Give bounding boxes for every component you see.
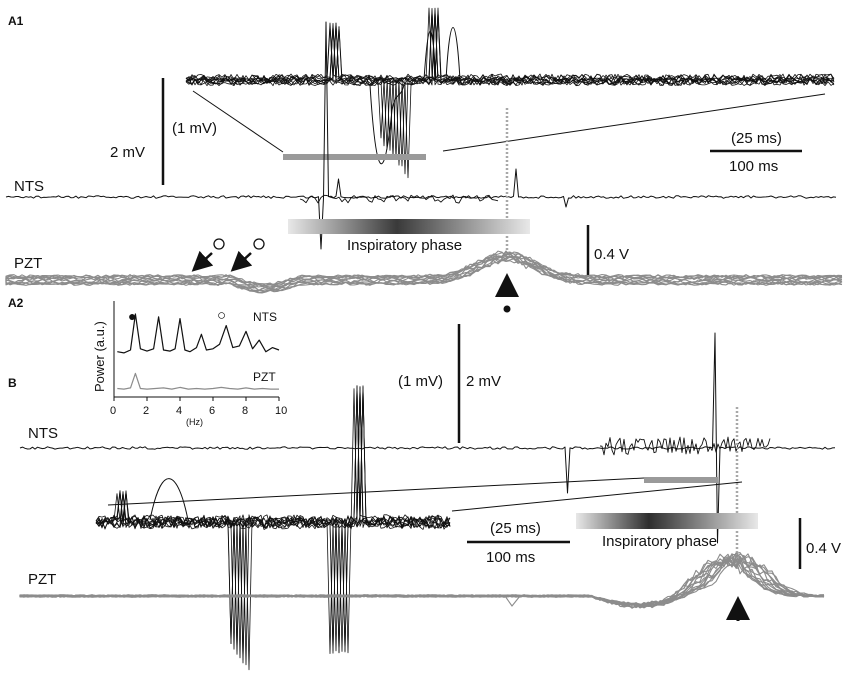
- b-zoom-connector-left: [107, 477, 645, 506]
- a1-arrow-1: [191, 250, 214, 272]
- b-inspiratory-phase-bar: [576, 513, 758, 529]
- a2-series-pzt: [117, 372, 279, 390]
- b-expanded-nts-traces: [95, 385, 451, 671]
- a1-nts-burst: [299, 194, 499, 204]
- a1-pzt-label: PZT: [14, 255, 42, 272]
- a1-pzt-traces: [5, 250, 843, 294]
- panel-a2: A2 Power (a.u.) (Hz) 0 2 4 6 8 10 NTS PZT ● ○: [8, 296, 287, 427]
- a2-x-ticks: 0 2 4 6 8 10: [110, 397, 287, 417]
- panel-a1: A1 2 mV (1 mV) (25 ms) 100 ms NTS Inspir…: [5, 7, 843, 313]
- a2-pzt-series-label: PZT: [253, 370, 276, 384]
- a2-series-lines: [117, 313, 280, 390]
- b-inset-trace: [95, 385, 451, 666]
- a1-nts-label: NTS: [14, 178, 44, 195]
- a1-voltage-inset-label: (1 mV): [172, 120, 217, 137]
- a2-nts-series-label: NTS: [253, 310, 277, 324]
- b-inset-bump: [149, 478, 189, 521]
- a1-expanded-nts-traces: [185, 7, 835, 179]
- a2-open-circle-marker: ○: [217, 307, 226, 324]
- a2-x-tick-label: 10: [275, 405, 287, 417]
- a1-inset-trace: [185, 7, 835, 139]
- b-pzt-line: [19, 555, 825, 609]
- a1-inset-trace: [185, 11, 835, 179]
- a1-inset-trace: [185, 7, 835, 167]
- b-pzt-scalebar-label: 0.4 V: [806, 540, 841, 557]
- b-pzt-traces: [19, 551, 825, 609]
- a1-expanded-window-bar: [283, 154, 426, 160]
- a1-nts-trace: [5, 21, 837, 250]
- a1-nts-line: [5, 21, 837, 250]
- a1-pzt-line: [5, 256, 843, 290]
- a1-pzt-line: [5, 258, 843, 292]
- a1-pzt-line: [5, 251, 843, 292]
- a2-filled-circle-marker: ●: [128, 308, 136, 324]
- b-nts-line: [19, 332, 836, 544]
- b-inset-trace: [95, 387, 451, 671]
- a2-x-tick-label: 2: [143, 405, 149, 417]
- panel-label-a1: A1: [8, 14, 24, 28]
- a2-x-tick-label: 8: [242, 405, 248, 417]
- a1-pzt-line: [5, 255, 843, 294]
- b-pzt-line: [19, 556, 825, 608]
- a2-y-axis-label: Power (a.u.): [92, 321, 107, 392]
- a1-voltage-label: 2 mV: [110, 144, 145, 161]
- b-pzt-line: [19, 551, 825, 609]
- a1-pzt-line: [5, 252, 843, 286]
- a1-pzt-scalebar-label: 0.4 V: [594, 246, 629, 263]
- a1-pzt-line: [5, 253, 843, 294]
- a2-power-spectrum-chart: Power (a.u.) (Hz) 0 2 4 6 8 10 NTS PZT ● ○: [92, 301, 287, 427]
- a1-inset-dip: [369, 84, 405, 165]
- a2-x-tick-label: 0: [110, 405, 116, 417]
- b-pzt-dip: [504, 595, 521, 607]
- a1-inset-trace: [185, 7, 835, 159]
- a1-arrow-2: [230, 250, 253, 272]
- b-inset-trace: [95, 386, 451, 660]
- a1-time-inset-label: (25 ms): [731, 130, 782, 147]
- b-pzt-line: [19, 553, 825, 607]
- a1-time-label: 100 ms: [729, 158, 778, 175]
- a1-inspiratory-phase-bar: [288, 219, 530, 234]
- b-expanded-window-bar: [644, 477, 718, 483]
- panel-label-a2: A2: [8, 296, 24, 310]
- a2-x-tick-label: 6: [209, 405, 215, 417]
- b-zoom-connector-right: [451, 481, 743, 512]
- a2-x-axis-label: (Hz): [186, 417, 203, 427]
- b-time-inset-label: (25 ms): [490, 520, 541, 537]
- b-nts-label: NTS: [28, 425, 58, 442]
- a2-x-tick-label: 4: [176, 405, 182, 417]
- a1-open-circle-2: [253, 238, 265, 250]
- a2-series-nts: [117, 313, 280, 354]
- b-pzt-label: PZT: [28, 571, 56, 588]
- b-voltage-inset-label: (1 mV): [398, 373, 443, 390]
- b-inspiratory-phase-label: Inspiratory phase: [602, 533, 717, 550]
- b-voltage-label: 2 mV: [466, 373, 501, 390]
- panel-label-b: B: [8, 376, 17, 390]
- b-nts-burst: [599, 436, 771, 456]
- panel-b: B (1 mV) 2 mV NTS (25 ms) 100 ms Inspira…: [8, 324, 841, 671]
- a1-open-circle-1: [213, 238, 225, 250]
- a1-filled-circle: [503, 305, 511, 313]
- a1-inset-trace: [185, 11, 835, 175]
- b-nts-trace: [19, 332, 836, 544]
- a1-inset-spike: [423, 27, 461, 81]
- a1-zoom-connector-left: [192, 90, 284, 153]
- a1-inset-trace: [185, 10, 835, 166]
- b-time-label: 100 ms: [486, 549, 535, 566]
- a1-pzt-line: [5, 250, 843, 289]
- a1-inset-trace: [185, 10, 835, 150]
- a1-inspiratory-phase-label: Inspiratory phase: [347, 237, 462, 254]
